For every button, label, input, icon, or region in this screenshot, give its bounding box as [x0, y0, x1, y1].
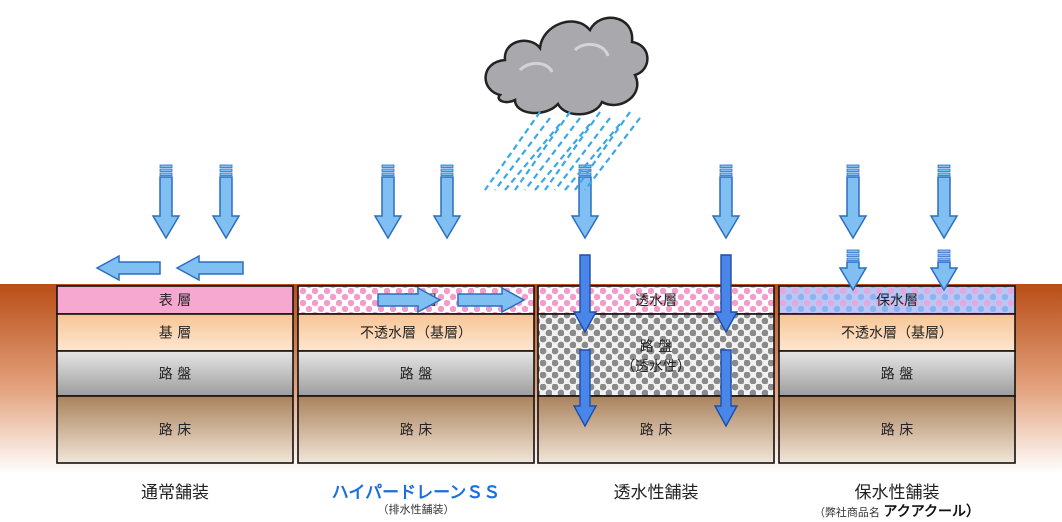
caption-retention: 保水性舗装	[854, 483, 940, 503]
layer-label: 路 盤	[881, 367, 913, 383]
rain-line	[514, 111, 571, 191]
caption-sub-emph: アクアクール	[883, 504, 967, 520]
arrow-right-icon	[377, 286, 442, 314]
layer-stack-drain: 透水層不透水層（基層）路 盤路 床	[297, 285, 535, 464]
arrow-down-icon	[211, 164, 241, 240]
rain-line	[504, 123, 561, 191]
cloud-highlight	[518, 42, 610, 73]
caption-sub-prefix: （弊社商品名	[813, 506, 884, 519]
layer-normal-0	[56, 285, 294, 315]
layer-retention-0	[778, 285, 1016, 315]
caption-normal: 通常舗装	[141, 483, 209, 503]
arrow-down-icon	[929, 164, 959, 240]
arrow-down-icon	[432, 164, 462, 240]
rain-lines	[484, 111, 641, 191]
layer-label: 透水層	[635, 293, 677, 309]
arrow-down-icon	[838, 249, 868, 292]
arrow-right-icon	[457, 286, 526, 314]
rain-line	[584, 117, 641, 191]
rain-line	[524, 117, 581, 191]
layer-retention-2	[778, 350, 1016, 397]
caption-drain: ハイパードレーンＳＳ	[331, 483, 501, 503]
layer-permeable-1	[537, 313, 775, 397]
arrow-down-icon	[929, 249, 959, 292]
layer-label: 路 床	[159, 423, 191, 439]
layer-drain-1	[297, 313, 535, 352]
layer-drain-2	[297, 350, 535, 397]
layer-label: 路 床	[640, 423, 672, 439]
caption-sub-retention: （弊社商品名 アクアクール）	[757, 501, 1037, 521]
arrow-down-icon	[838, 164, 868, 240]
layer-stack-normal: 表 層基 層路 盤路 床	[56, 285, 294, 464]
caption-sub-suffix: ）	[966, 504, 981, 520]
caption-sub-drain: （排水性舗装）	[276, 501, 556, 517]
layer-label: 不透水層（基層）	[360, 325, 472, 342]
layer-permeable-0	[537, 285, 775, 315]
arrow-left-icon	[95, 254, 161, 282]
rain-line	[534, 123, 591, 191]
arrow-down-icon	[711, 164, 741, 240]
layer-normal-3	[56, 395, 294, 464]
rain-line	[494, 117, 551, 191]
arrow-left-icon	[175, 254, 244, 282]
arrow-down-icon	[151, 164, 181, 240]
layer-label: 表 層	[159, 293, 191, 309]
rain-line	[554, 117, 611, 191]
arrow-down-icon	[713, 254, 739, 334]
rain-line	[574, 111, 631, 191]
caption-permeable: 透水性舗装	[613, 483, 699, 503]
layer-label: 不透水層（基層）	[841, 325, 953, 342]
layer-label: 路 盤	[400, 367, 432, 383]
layer-drain-3	[297, 395, 535, 464]
rain-cloud-icon	[484, 16, 649, 191]
layer-label-2: （透水性）	[621, 359, 691, 375]
layer-label: 保水層	[876, 293, 918, 309]
arrow-down-icon	[572, 254, 598, 334]
arrow-down-icon	[713, 349, 739, 428]
layer-label: 路 床	[881, 423, 913, 439]
layer-retention-1	[778, 313, 1016, 352]
cloud-shape	[484, 16, 649, 116]
layer-retention-3	[778, 395, 1016, 464]
layer-label: 路 盤	[640, 339, 672, 355]
arrow-down-icon	[373, 164, 403, 240]
rain-line	[484, 111, 541, 191]
layer-label: 路 盤	[159, 367, 191, 383]
arrow-down-icon	[572, 349, 598, 428]
water-arrows	[95, 164, 959, 428]
rain-line	[564, 123, 621, 191]
layer-label: 路 床	[400, 423, 432, 439]
layer-normal-1	[56, 313, 294, 352]
layer-normal-2	[56, 350, 294, 397]
arrow-down-icon	[570, 164, 600, 240]
layer-label: 基 層	[159, 325, 191, 342]
rain-line	[544, 111, 601, 191]
caption-sub-prefix: （排水性舗装）	[377, 503, 455, 516]
